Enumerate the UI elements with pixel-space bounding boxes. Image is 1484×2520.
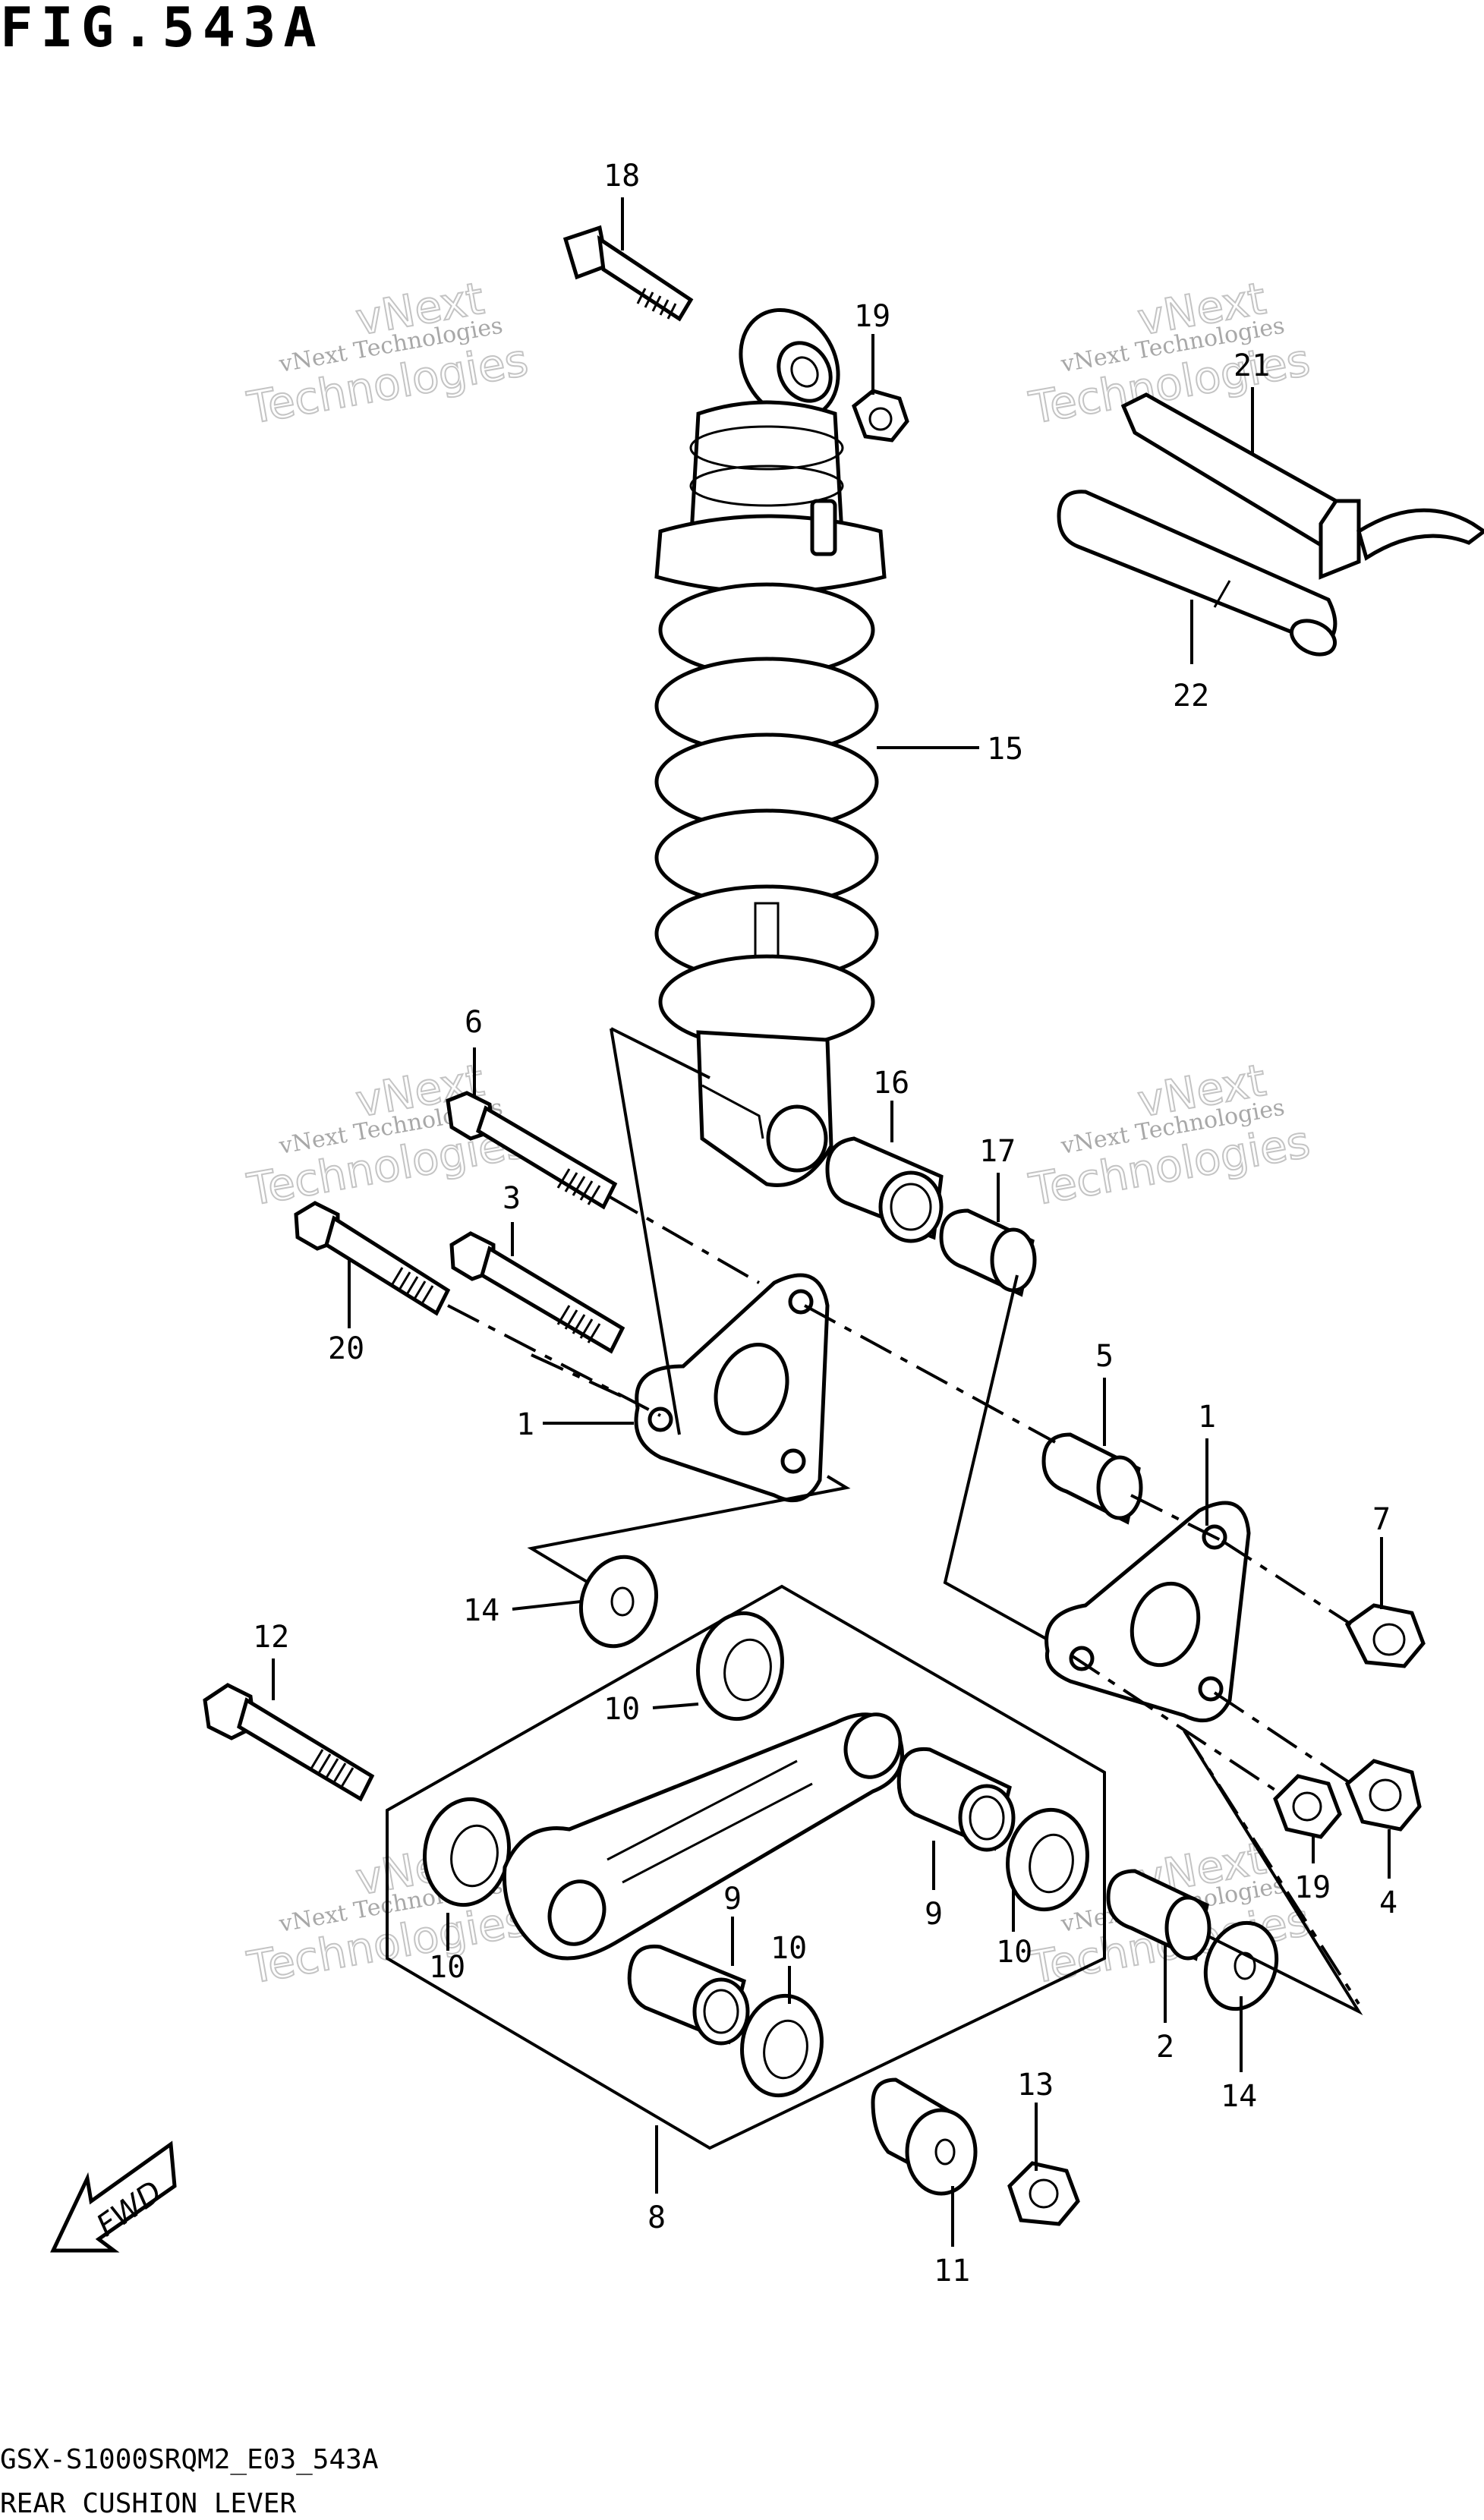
part-1-plate-left xyxy=(634,1273,830,1503)
part-22-wrench-handle xyxy=(1057,490,1337,657)
part-17-collar xyxy=(939,1208,1037,1297)
watermark: vNext Technologies Technologies vNext xyxy=(1025,1054,1315,1217)
callout-17: 17 xyxy=(979,1134,1016,1169)
part-12-bolt xyxy=(203,1683,375,1802)
callout-18: 18 xyxy=(603,159,640,194)
part-2-collar xyxy=(1106,1869,1211,1961)
figure-title: FIG.543A xyxy=(0,0,324,59)
callout-1: 1 xyxy=(1198,1400,1216,1435)
callout-3: 3 xyxy=(503,1181,521,1216)
callout-2: 2 xyxy=(1156,2030,1174,2065)
fwd-arrow-icon: FWD xyxy=(50,2140,177,2253)
part-1-plate-right xyxy=(1044,1501,1251,1723)
part-14-washer xyxy=(578,1555,659,1649)
callout-14: 14 xyxy=(1221,2079,1257,2114)
figure-code: GSX-S1000SRQM2_E03_543A xyxy=(0,2444,379,2475)
callout-14: 14 xyxy=(463,1593,499,1628)
callout-4: 4 xyxy=(1379,1885,1397,1920)
callout-16: 16 xyxy=(873,1066,909,1101)
part-7-nut xyxy=(1344,1603,1426,1668)
callout-10: 10 xyxy=(429,1950,465,1985)
callout-labels: 18 19 21 22 15 6 16 17 3 20 1 5 1 7 14 1… xyxy=(253,159,1397,2288)
part-8-lever-assembly xyxy=(386,1584,1106,2150)
part-3-bolt xyxy=(449,1231,625,1354)
part-18-bolt xyxy=(562,225,694,322)
callout-9: 9 xyxy=(723,1882,742,1917)
callout-8: 8 xyxy=(647,2200,666,2235)
callout-20: 20 xyxy=(328,1331,364,1366)
part-10-seal xyxy=(1006,1807,1089,1912)
callout-15: 15 xyxy=(987,732,1023,767)
part-10-seal xyxy=(695,1611,785,1721)
assembly-guide-lines xyxy=(447,1027,1363,2015)
part-19-nut xyxy=(1273,1774,1342,1839)
callout-13: 13 xyxy=(1017,2068,1054,2103)
part-8-lever-arms xyxy=(502,1712,904,1961)
spring-coils xyxy=(654,582,879,1050)
part-15-rear-shock xyxy=(654,307,887,1187)
callout-5: 5 xyxy=(1095,1339,1114,1374)
callout-1: 1 xyxy=(516,1407,534,1442)
callout-9: 9 xyxy=(925,1897,943,1932)
callout-10: 10 xyxy=(603,1692,640,1727)
watermark: vNext Technologies Technologies vNext xyxy=(243,272,533,435)
part-20-bolt xyxy=(294,1201,451,1316)
part-6-bolt xyxy=(446,1091,618,1210)
callout-21: 21 xyxy=(1234,348,1270,383)
callout-19: 19 xyxy=(854,299,890,334)
callout-12: 12 xyxy=(253,1620,289,1655)
callout-leaders xyxy=(272,197,1391,2247)
callout-6: 6 xyxy=(465,1005,483,1040)
callout-10: 10 xyxy=(770,1931,807,1966)
part-16-bearing xyxy=(825,1136,944,1243)
part-21-spanner xyxy=(1120,392,1484,580)
part-13-nut xyxy=(1007,2161,1080,2226)
part-19-nut xyxy=(852,389,909,443)
part-5-collar xyxy=(1041,1432,1143,1525)
part-9-bearing xyxy=(896,1747,1016,1852)
figure-name: REAR CUSHION LEVER xyxy=(0,2488,297,2519)
part-9-bearing xyxy=(627,1944,750,2046)
part-4-nut xyxy=(1345,1759,1422,1832)
callout-22: 22 xyxy=(1173,679,1209,713)
callout-11: 11 xyxy=(934,2254,970,2288)
part-11-collar xyxy=(871,2077,978,2196)
callout-10: 10 xyxy=(996,1935,1032,1970)
callout-7: 7 xyxy=(1372,1502,1391,1537)
callout-19: 19 xyxy=(1294,1870,1331,1905)
